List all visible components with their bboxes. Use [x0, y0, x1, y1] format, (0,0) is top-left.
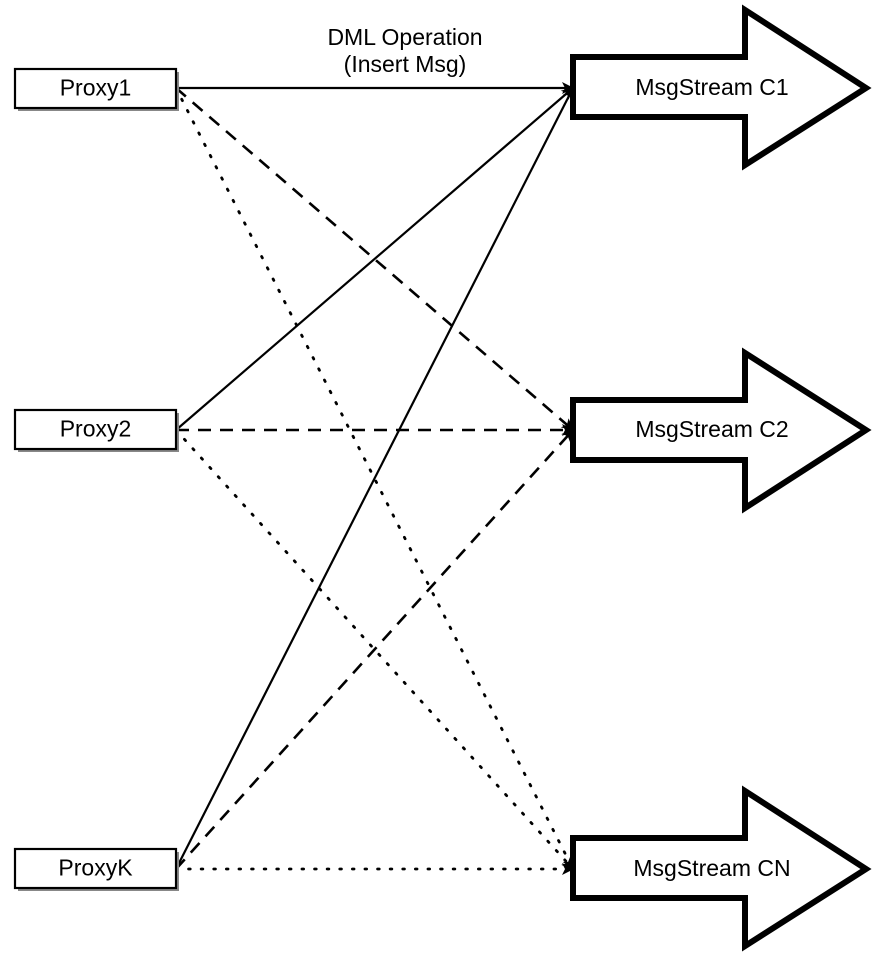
link-proxy2-to-stream-c1 [175, 87, 574, 431]
msgstream-label: MsgStream C1 [635, 74, 788, 100]
msgstream-nodes: MsgStream C1 MsgStream C2 MsgStream CN [570, 4, 872, 952]
edge-caption-line2: (Insert Msg) [344, 51, 467, 77]
block-arrow-icon[interactable] [570, 4, 872, 171]
msgstream-label: MsgStream C2 [635, 416, 788, 442]
msgstream-node-c2[interactable]: MsgStream C2 [570, 347, 872, 514]
link-proxyk-to-stream-c1 [175, 87, 574, 870]
proxy-nodes: Proxy1 Proxy2 ProxyK [13, 67, 179, 891]
proxy-node-proxy1[interactable]: Proxy1 [13, 67, 179, 111]
msgstream-node-cn[interactable]: MsgStream CN [570, 785, 872, 952]
proxy-label: Proxy2 [60, 416, 132, 442]
connector-links [174, 82, 575, 875]
proxy-node-proxyk[interactable]: ProxyK [13, 847, 179, 891]
proxy-node-proxy2[interactable]: Proxy2 [13, 408, 179, 452]
link-proxyk-to-stream-c2 [175, 429, 574, 870]
edge-caption-group: DML Operation (Insert Msg) [327, 24, 482, 77]
link-proxy2-to-stream-cn [174, 428, 575, 871]
proxy-box[interactable] [13, 67, 178, 110]
proxy-box[interactable] [13, 847, 178, 890]
block-arrow-icon[interactable] [570, 785, 872, 952]
proxy-box[interactable] [13, 408, 178, 451]
link-proxy1-to-stream-cn [174, 86, 575, 871]
block-arrow-icon[interactable] [570, 347, 872, 514]
msgstream-node-c1[interactable]: MsgStream C1 [570, 4, 872, 171]
msgstream-label: MsgStream CN [633, 855, 790, 881]
proxy-label: Proxy1 [60, 75, 132, 101]
proxy-label: ProxyK [58, 855, 133, 881]
edge-caption-line1: DML Operation [327, 24, 482, 50]
